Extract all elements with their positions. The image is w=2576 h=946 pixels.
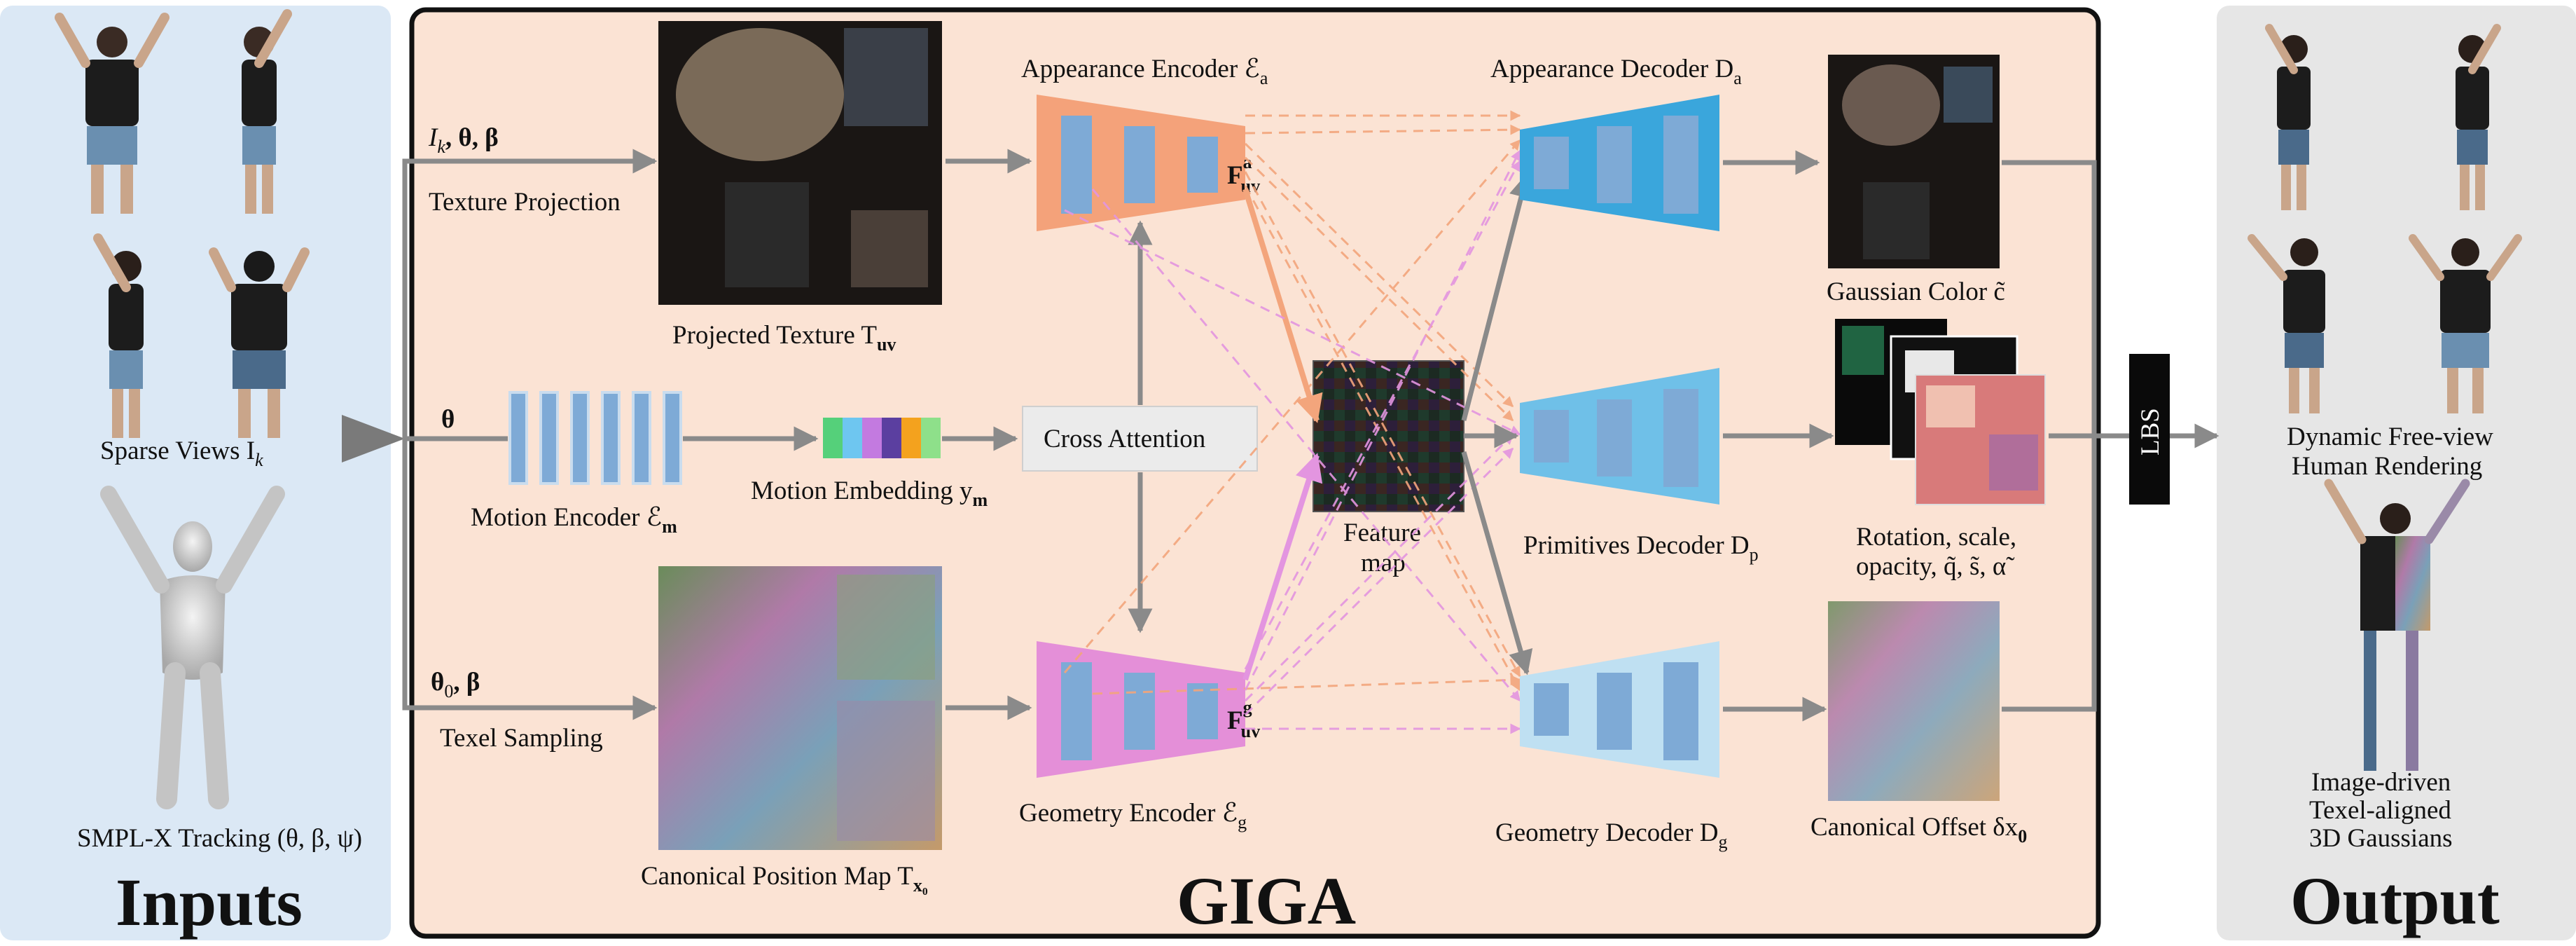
primitives-attribute-images xyxy=(1835,319,2046,505)
geometry-skip-connections xyxy=(1064,149,1521,734)
image-driven-label-2: Texel-aligned xyxy=(2309,796,2451,825)
theta0-beta-label: θ0, β xyxy=(431,668,480,701)
image-driven-label-3: 3D Gaussians xyxy=(2309,824,2453,853)
motion-embedding-label: Motion Embedding ym xyxy=(751,477,988,510)
cross-attention-box xyxy=(1022,406,1258,472)
appearance-skip-connections xyxy=(1063,110,1521,695)
feature-map-label-2: map xyxy=(1361,549,1406,577)
image-to-encoder-arrows xyxy=(946,149,1032,720)
theta-label: θ xyxy=(441,405,455,434)
output-title: Output xyxy=(2290,863,2500,938)
smplx-mesh-figure xyxy=(100,486,285,809)
texel-sampling-label: Texel Sampling xyxy=(440,724,603,753)
texel-aligned-gaussian-figure xyxy=(2324,479,2470,771)
appearance-encoder-label: Appearance Encoder ℰa xyxy=(1021,55,1268,88)
dynamic-free-view-label-2: Human Rendering xyxy=(2292,452,2482,481)
decoder-to-output-arrows xyxy=(1723,150,1834,722)
projected-texture-label: Projected Texture Tuv xyxy=(672,321,896,355)
giga-title: GIGA xyxy=(1177,863,1356,938)
rotation-scale-label-1: Rotation, scale, xyxy=(1856,523,2016,551)
dynamic-free-view-label-1: Dynamic Free-view xyxy=(2287,423,2493,451)
motion-embedding-cell xyxy=(882,418,901,458)
ik-theta-beta-label: Ik, θ, β xyxy=(428,123,499,157)
primitives-decoder-label: Primitives Decoder Dp xyxy=(1523,531,1759,565)
cross-attention-label: Cross Attention xyxy=(1044,425,1205,453)
geometry-encoder-label: Geometry Encoder ℰg xyxy=(1019,799,1247,832)
motion-encoder-label: Motion Encoder ℰm xyxy=(471,503,677,537)
input-routing xyxy=(402,149,658,720)
motion-embedding xyxy=(823,418,941,458)
feature-map-image xyxy=(1313,360,1464,512)
motion-encoder xyxy=(508,391,682,485)
image-driven-label-1: Image-driven xyxy=(2311,768,2451,797)
appearance-decoder-label: Appearance Decoder Da xyxy=(1490,55,1742,88)
motion-embedding-cell xyxy=(921,418,941,458)
motion-embedding-cell xyxy=(823,418,843,458)
geometry-to-feature-arrow xyxy=(1242,453,1323,681)
motion-embedding-cell xyxy=(862,418,882,458)
appearance-to-feature-arrow xyxy=(1242,188,1323,423)
feature-to-decoder-arrows xyxy=(1461,172,1534,676)
feature-map-label-1: Feature xyxy=(1343,519,1421,547)
inputs-title: Inputs xyxy=(116,865,303,940)
sparse-view-figures xyxy=(55,9,310,438)
output-render-figures xyxy=(2248,24,2522,413)
output-merge-lines xyxy=(2002,160,2220,712)
canonical-offset-image xyxy=(1828,601,2000,801)
canonical-offset-label: Canonical Offset δx0 xyxy=(1810,813,2027,846)
motion-embedding-cell xyxy=(843,418,862,458)
geometry-decoder-label: Geometry Decoder Dg xyxy=(1495,818,1727,852)
gaussian-color-label: Gaussian Color c̃ xyxy=(1827,277,2005,306)
motion-embedding-cell xyxy=(901,418,921,458)
smplx-tracking-label: SMPL-X Tracking (θ, β, ψ) xyxy=(77,824,362,853)
inputs-panel xyxy=(0,6,391,940)
lbs-label: LBS xyxy=(2136,408,2165,455)
sparse-views-label: Sparse Views Ik xyxy=(100,437,263,470)
rotation-scale-label-2: opacity, q̃, s̃, α̃ xyxy=(1856,552,2015,581)
input-triangle xyxy=(342,415,405,462)
canonical-position-map-label: Canonical Position Map Tx₀ xyxy=(641,862,928,896)
lbs-box xyxy=(2129,354,2170,505)
texture-projection-label: Texture Projection xyxy=(429,188,621,217)
